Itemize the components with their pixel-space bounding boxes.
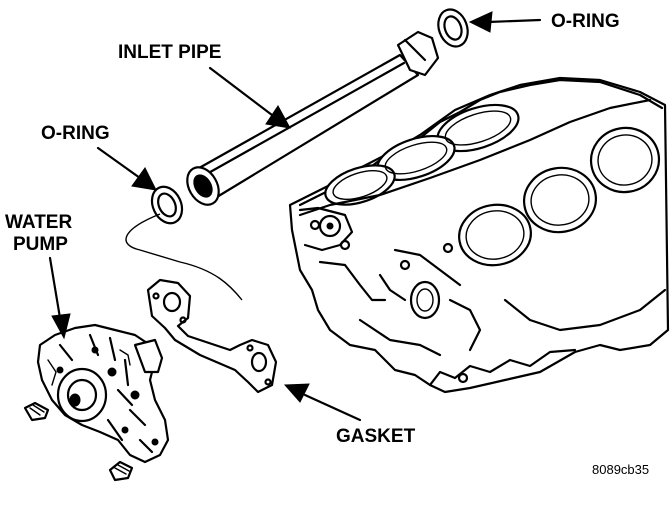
arrow-o-ring-left xyxy=(96,146,157,191)
label-o-ring-left: O-RING xyxy=(41,123,110,144)
label-water: WATER xyxy=(5,212,72,233)
engine-block xyxy=(288,76,670,394)
arrow-inlet-pipe xyxy=(208,66,291,129)
o-ring-top-part xyxy=(437,8,469,48)
water-pump-part xyxy=(36,323,170,464)
label-gasket: GASKET xyxy=(336,426,416,447)
pump-bolt-left xyxy=(23,401,50,422)
arrow-gasket xyxy=(283,383,362,422)
pump-bolt-bottom xyxy=(108,460,134,482)
arrow-water-pump xyxy=(48,256,71,340)
label-pump: PUMP xyxy=(13,234,68,255)
inlet-pipe xyxy=(186,30,440,206)
label-inlet-pipe: INLET PIPE xyxy=(118,42,221,63)
figure-code: 8089cb35 xyxy=(592,462,649,477)
gasket-part xyxy=(146,278,278,394)
arrow-o-ring-top xyxy=(468,11,542,33)
label-o-ring-top: O-RING xyxy=(551,11,620,32)
